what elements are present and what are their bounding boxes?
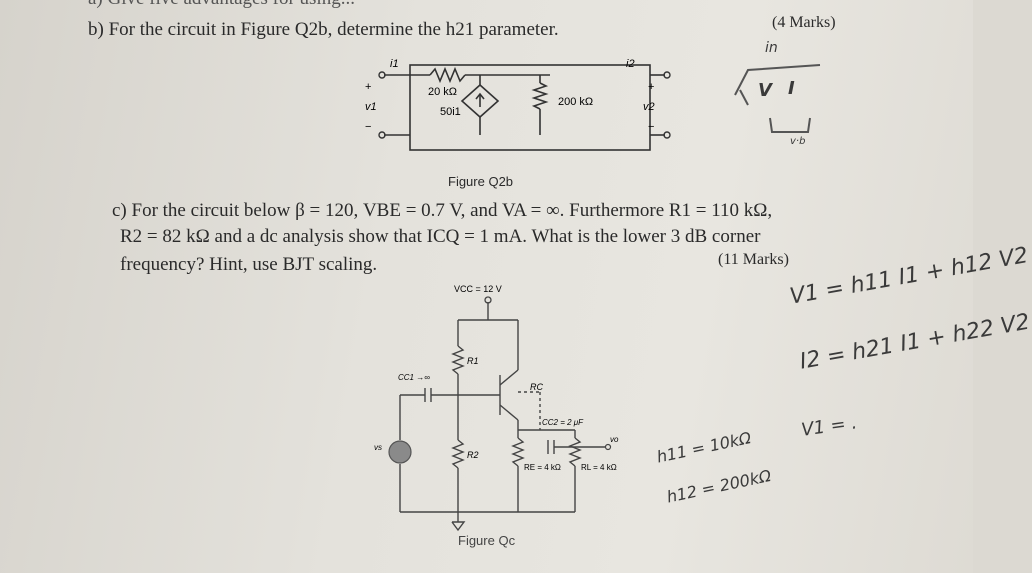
q2b-i1-label: i1 (390, 58, 399, 70)
figure-qc-caption: Figure Qc (458, 533, 516, 548)
question-c-marks: (11 Marks) (718, 251, 789, 268)
handwritten-sketch (734, 64, 821, 133)
figure-qc-circuit: VCC = 12 V R1 R2 RC RE = 4 kΩ RL = 4 kΩ … (374, 284, 619, 532)
question-c-line-3: frequency? Hint, use BJT scaling. (120, 254, 378, 275)
qc-re-label: RE = 4 kΩ (524, 463, 561, 472)
question-c-line-2: R2 = 82 kΩ and a dc analysis show that I… (120, 226, 761, 247)
qc-rc-label: RC (530, 382, 543, 392)
paper-background (0, 0, 973, 573)
hand-note-v: V (758, 80, 772, 101)
q2b-plus-left: + (365, 81, 371, 93)
question-b-text: b) For the circuit in Figure Q2b, determ… (88, 19, 559, 40)
hand-note-top: in (765, 40, 778, 56)
hand-note-i: I (788, 78, 795, 99)
qc-cc1-label: CC1 →∞ (398, 373, 430, 382)
q2b-plus-right: + (648, 81, 654, 93)
qc-r2-label: R2 (467, 450, 479, 460)
q2b-i2-label: i2 (626, 58, 635, 70)
q2b-v2-label: v2 (643, 101, 655, 113)
question-c-line-1: c) For the circuit below β = 120, VBE = … (112, 200, 773, 221)
cut-off-question-a: a) Give five advantages for using... (88, 0, 355, 10)
qc-r1-label: R1 (467, 356, 479, 366)
qc-rl-label: RL = 4 kΩ (581, 463, 617, 472)
question-b-marks: (4 Marks) (772, 14, 836, 31)
q2b-source-label: 50i1 (440, 106, 461, 118)
qc-vs-label: vs (374, 443, 382, 452)
figure-q2b-caption: Figure Q2b (448, 174, 514, 189)
q2b-minus-right: − (648, 121, 654, 133)
qc-vcc-label: VCC = 12 V (454, 284, 502, 294)
qc-cc2-label: CC2 = 2 μF (542, 418, 584, 427)
hand-note-small: v·b (790, 136, 806, 147)
figure-q2b-circuit: i1 i2 + v1 − + v2 − 20 kΩ 50i1 200 kΩ (365, 58, 671, 151)
qc-vo-label: vo (610, 435, 619, 444)
q2b-resistor-20k-label: 20 kΩ (428, 86, 457, 98)
q2b-v1-label: v1 (365, 101, 377, 113)
q2b-resistor-200k-label: 200 kΩ (558, 96, 593, 108)
q2b-minus-left: − (365, 121, 371, 133)
